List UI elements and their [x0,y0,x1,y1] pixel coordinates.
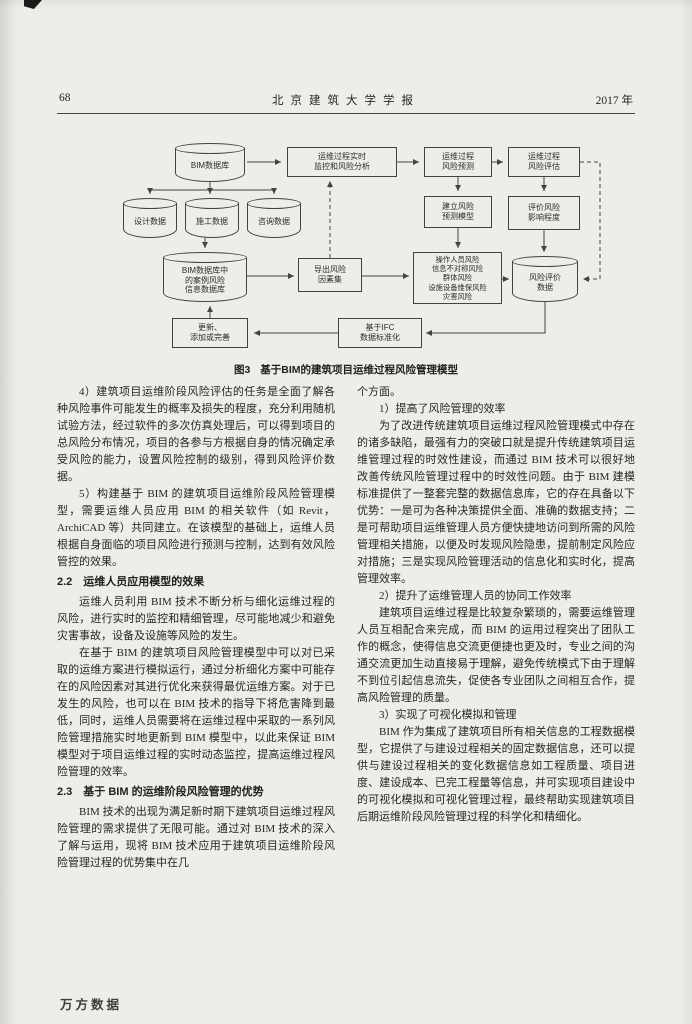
figure-node-label: BIM数据库 [190,161,230,171]
article-column-right: 个方面。 1）提高了风险管理的效率 为了改进传统建筑项目运维过程风险管理模式中存… [357,384,635,872]
figure-node-construction-data: 施工数据 [185,198,239,238]
figure-node-ifc-standardization: 基于IFC 数据标准化 [338,318,422,348]
paragraph: 运维人员利用 BIM 技术不断分析与细化运维过程的风险，进行实时的监控和精细管理… [57,596,335,642]
figure-caption-text: 基于BIM的建筑项目运维过程风险管理模型 [260,364,459,376]
paragraph: 建筑项目运维过程是比较复杂繁琐的，需要运维管理人员互相配合来完成，而 BIM 的… [357,607,635,704]
figure-node-risk-prediction: 运维过程 风险预测 [424,147,492,177]
paragraph: 5）构建基于 BIM 的建筑项目运维阶段风险管理模型，需要运维人员应用 BIM … [57,488,335,568]
paragraph: 为了改进传统建筑项目运维过程风险管理模式中存在的诸多缺陷，最强有力的突破口就是提… [357,420,635,585]
figure-node-bim-database: BIM数据库 [175,143,245,182]
article-body: 4）建筑项目运维阶段风险评估的任务是全面了解各种风险事件可能发生的概率及损失的程… [57,384,635,872]
figure-node-case-risk-database: BIM数据库中 的案例风险 信息数据库 [163,252,247,302]
paragraph: BIM 作为集成了建筑项目所有相关信息的工程数据模型，它提供了与建设过程相关的固… [357,726,635,823]
paragraph: 2）提升了运维管理人员的协同工作效率 [379,590,572,602]
figure-node-build-prediction-model: 建立风险 预测模型 [424,196,492,228]
cylinder-shape [512,261,578,302]
figure-node-update-improve: 更新、 添加或完善 [172,318,248,348]
figure-caption: 图3 基于BIM的建筑项目运维过程风险管理模型 [0,362,692,377]
figure-node-label: 咨询数据 [258,216,290,226]
figure-node-label: 设计数据 [134,216,166,226]
paragraph: BIM 技术的出现为满足新时期下建筑项目运维过程风险管理的需求提供了无限可能。通… [57,806,335,869]
figure-node-risk-assessment: 运维过程 风险评估 [508,147,580,177]
article-column-left: 4）建筑项目运维阶段风险评估的任务是全面了解各种风险事件可能发生的概率及损失的程… [57,384,335,872]
figure-node-realtime-monitoring: 运维过程实时 监控和风险分析 [287,147,397,177]
paragraph: 4）建筑项目运维阶段风险评估的任务是全面了解各种风险事件可能发生的概率及损失的程… [57,386,335,483]
figure-node-label: BIM数据库中 的案例风险 信息数据库 [181,265,229,295]
paragraph: 3）实现了可视化模拟和管理 [379,709,517,721]
cylinder-shape [175,148,245,182]
paragraph-continuation: 个方面。 [357,386,401,398]
header-year: 2017 年 [595,95,633,107]
figure-node-consulting-data: 咨询数据 [247,198,301,238]
cylinder-shape [185,203,239,238]
section-heading: 2.2 运维人员应用模型的效果 [57,576,205,588]
paragraph: 1）提高了风险管理的效率 [379,403,506,415]
page-header: 68 北京建筑大学学报 2017 年 [57,90,635,114]
figure-node-label: 风险评价 数据 [529,272,561,292]
scan-artifact [24,0,42,9]
paragraph: 在基于 BIM 的建筑项目风险管理模型中可以对已采取的运维方案进行模拟运行，通过… [57,647,335,778]
figure-node-design-data: 设计数据 [123,198,177,238]
figure-node-export-risk-factors: 导出风险 因素集 [298,258,362,292]
journal-title: 北京建筑大学学报 [272,95,420,107]
figure-flowchart: BIM数据库 设计数据 施工数据 咨询数据 BIM数据库中 的案例风险 信息数据… [113,140,613,352]
cylinder-shape [247,203,301,238]
figure-node-risk-evaluation-data: 风险评价 数据 [512,256,578,302]
page-number: 68 [59,92,71,104]
figure-caption-label: 图3 [233,364,251,376]
figure-node-label: 施工数据 [196,216,228,226]
cylinder-shape [123,203,177,238]
figure-node-evaluate-impact: 评价风险 影响程度 [508,196,580,230]
watermark: 万方数据 [60,998,123,1012]
section-heading: 2.3 基于 BIM 的运维阶段风险管理的优势 [57,786,264,798]
cylinder-shape [163,257,247,302]
figure-connectors [147,159,601,336]
figure-node-risk-types: 操作人员风险 信息不对称风险 群体风险 设施设备维保风险 灾害风险 [413,252,502,304]
